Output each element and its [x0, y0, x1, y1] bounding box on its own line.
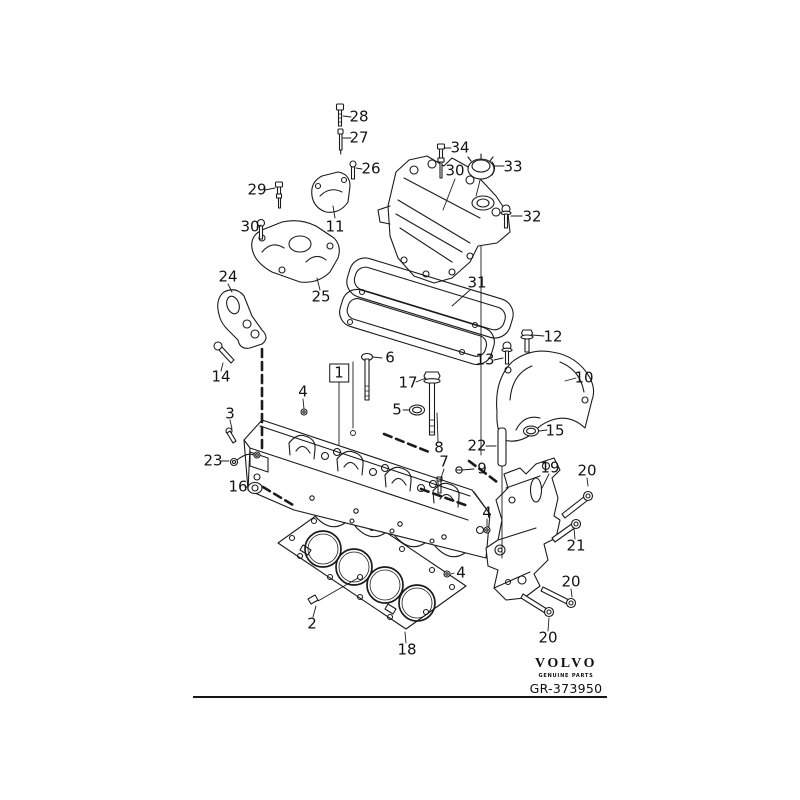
part-label-18: 18: [397, 640, 417, 659]
part-label-16: 16: [228, 477, 248, 496]
part-label-12: 12: [543, 327, 563, 346]
part-label-31: 31: [467, 273, 487, 292]
part-label-20: 20: [538, 628, 558, 647]
part-label-4: 4: [482, 503, 492, 522]
camshaft-cap: [311, 171, 351, 213]
bottom-border-line: [193, 696, 607, 698]
part-label-20: 20: [577, 461, 597, 480]
part-label-28: 28: [349, 107, 369, 126]
dashed-locator-lines: [260, 347, 499, 508]
part-label-24: 24: [218, 267, 238, 286]
part-label-13: 13: [475, 350, 495, 369]
leader-lines: [220, 115, 589, 644]
part-label-4: 4: [298, 382, 308, 401]
part-label-25: 25: [311, 287, 331, 306]
part-label-6: 6: [385, 348, 395, 367]
part-label-14: 14: [211, 367, 231, 386]
genuine-parts-text: GENUINE PARTS: [538, 673, 594, 679]
part-label-20: 20: [561, 572, 581, 591]
part-label-4: 4: [456, 563, 466, 582]
part-label-3: 3: [225, 404, 235, 423]
part-label-30: 30: [240, 217, 260, 236]
valve-cover-gasket: [339, 257, 514, 366]
part-label-23: 23: [203, 451, 223, 470]
part-label-29: 29: [247, 180, 267, 199]
part-label-30: 30: [445, 161, 465, 180]
part-label-5: 5: [392, 400, 402, 419]
part-label-21: 21: [566, 536, 586, 555]
valve-cover: [377, 155, 511, 284]
part-label-26: 26: [361, 159, 381, 178]
fasteners: [213, 103, 594, 618]
heat-shield: [496, 350, 595, 442]
part-label-34: 34: [450, 138, 470, 157]
part-label-19: 19: [540, 458, 560, 477]
part-label-33: 33: [503, 157, 523, 176]
part-label-2: 2: [307, 614, 317, 633]
part-label-15: 15: [545, 421, 565, 440]
part-label-27: 27: [349, 128, 369, 147]
part-label-7: 7: [439, 452, 449, 471]
part-label-1: 1: [329, 363, 349, 383]
part-label-32: 32: [522, 207, 542, 226]
volvo-logo: VOLVO: [535, 656, 597, 671]
part-label-22: 22: [467, 436, 487, 455]
part-label-10: 10: [574, 368, 594, 387]
part-label-17: 17: [398, 373, 418, 392]
part-label-9: 9: [477, 459, 487, 478]
oil-filler-cap: [467, 153, 496, 197]
part-label-11: 11: [325, 217, 345, 236]
lifting-bracket: [217, 289, 267, 349]
cylinder-head: [243, 419, 491, 559]
brand-block: VOLVO GENUINE PARTS GR-373950: [518, 656, 614, 696]
part-label-8: 8: [434, 438, 444, 457]
drawing-number: GR-373950: [529, 681, 603, 696]
mount-bracket: [485, 457, 561, 601]
